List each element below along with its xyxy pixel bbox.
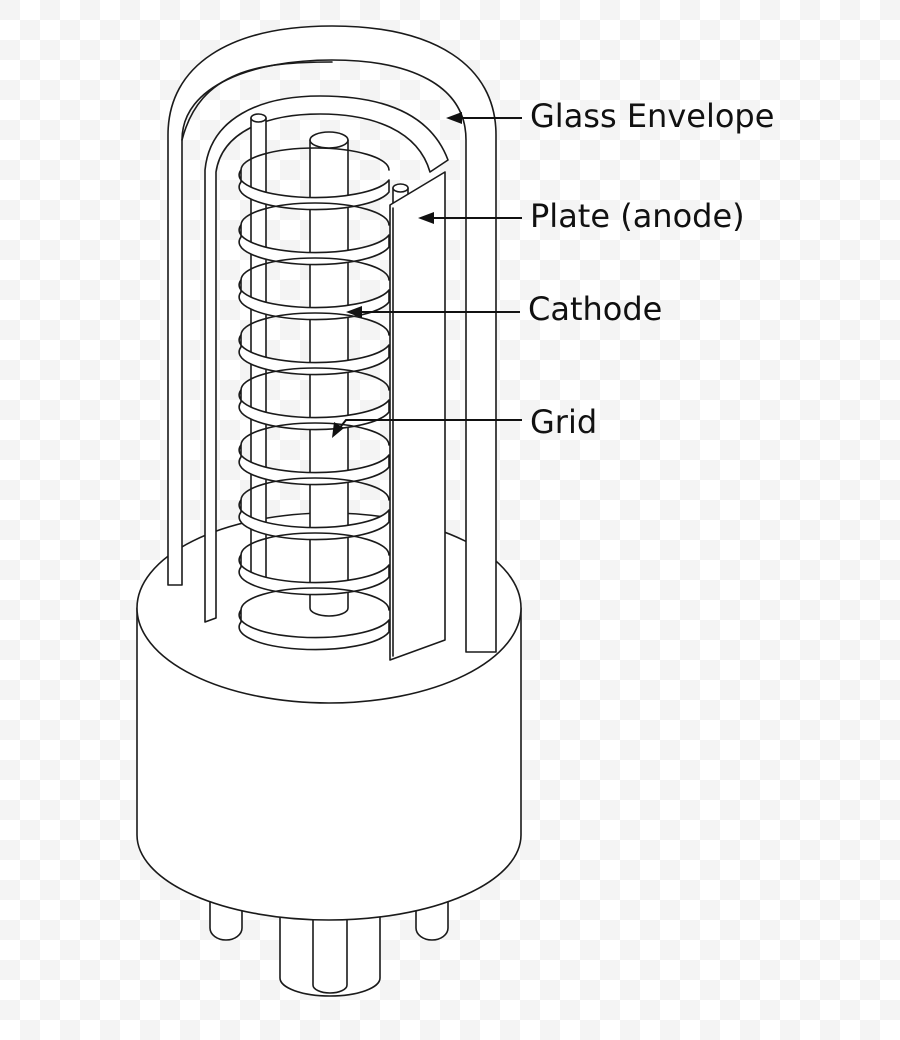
label-cathode: Cathode — [528, 290, 662, 328]
grid-coil — [238, 279, 390, 321]
grid-coil-back — [240, 477, 390, 501]
grid-coil-back — [240, 367, 390, 391]
label-plate-anode: Plate (anode) — [530, 197, 745, 235]
grid-coil — [238, 444, 390, 486]
label-glass-envelope: Glass Envelope — [530, 97, 774, 135]
grid-coil — [238, 169, 390, 211]
grid-coil — [238, 554, 390, 596]
leader-lines — [332, 112, 522, 438]
glass-envelope — [167, 25, 497, 653]
grid-helix — [238, 147, 390, 651]
grid-coil-back — [240, 532, 390, 556]
grid-coil-back — [240, 312, 390, 336]
grid-coil — [238, 334, 390, 376]
grid-coil — [238, 224, 390, 266]
label-grid: Grid — [530, 403, 597, 441]
grid-coil-back — [240, 202, 390, 226]
tube-pins — [209, 879, 449, 997]
plate-front — [389, 171, 446, 661]
grid-coil-back — [240, 147, 390, 171]
grid-coil — [238, 609, 390, 651]
grid-coil-back — [240, 422, 390, 446]
grid-coil-back — [240, 257, 390, 281]
grid-coil-back — [240, 587, 390, 611]
grid-coil — [238, 499, 390, 541]
